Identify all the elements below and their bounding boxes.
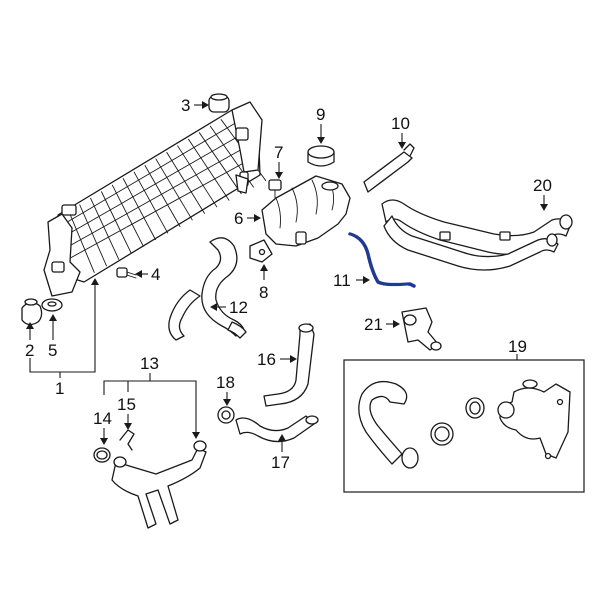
callout-17: 17 xyxy=(271,453,290,472)
mount-bushing-part xyxy=(208,93,230,113)
hose-assembly-13 xyxy=(111,440,207,529)
callout-10: 10 xyxy=(391,114,410,133)
lower-mount-part xyxy=(21,298,43,326)
connector-21 xyxy=(401,307,442,351)
callout-18: 18 xyxy=(216,373,235,392)
callout-labels: 3 7 9 10 6 20 4 8 11 12 21 2 5 1 16 19 1… xyxy=(25,96,552,472)
callout-7: 7 xyxy=(274,143,283,162)
coolant-reservoir xyxy=(261,175,351,247)
leader-lines xyxy=(26,101,548,452)
callout-1: 1 xyxy=(55,379,64,398)
callout-5: 5 xyxy=(48,341,57,360)
callout-20: 20 xyxy=(533,176,552,195)
coolant-hose-17 xyxy=(235,415,319,443)
callout-9: 9 xyxy=(316,105,325,124)
bolt-part xyxy=(116,267,137,279)
kit-clamp-a xyxy=(430,422,454,446)
highlighted-hose-11 xyxy=(348,232,416,288)
callout-16: 16 xyxy=(257,350,276,369)
kit-box xyxy=(343,359,585,493)
callout-2: 2 xyxy=(25,341,34,360)
radiator xyxy=(43,101,267,297)
coolant-hose-16 xyxy=(263,323,315,407)
overflow-hose-part xyxy=(363,143,415,193)
o-ring-part xyxy=(93,447,111,463)
kit-hose xyxy=(358,380,419,469)
retaining-clip xyxy=(119,429,135,451)
callout-21: 21 xyxy=(364,315,383,334)
callout-19: 19 xyxy=(508,337,527,356)
bracket-part xyxy=(249,239,273,263)
callout-14: 14 xyxy=(93,409,112,428)
kit-water-pump xyxy=(497,379,571,460)
callout-15: 15 xyxy=(117,395,136,414)
callout-12: 12 xyxy=(229,298,248,317)
callout-4: 4 xyxy=(151,265,160,284)
callout-8: 8 xyxy=(259,283,268,302)
coolant-tube-assembly xyxy=(381,199,573,271)
reservoir-cap-part xyxy=(307,145,335,167)
insulator-part xyxy=(41,298,63,312)
hose-clamp-18 xyxy=(217,406,235,424)
callout-13: 13 xyxy=(140,354,159,373)
callout-3: 3 xyxy=(181,96,190,115)
kit-clamp-b xyxy=(465,397,485,419)
callout-6: 6 xyxy=(234,209,243,228)
radiator-hose-12 xyxy=(168,237,247,341)
callout-11: 11 xyxy=(333,271,351,290)
